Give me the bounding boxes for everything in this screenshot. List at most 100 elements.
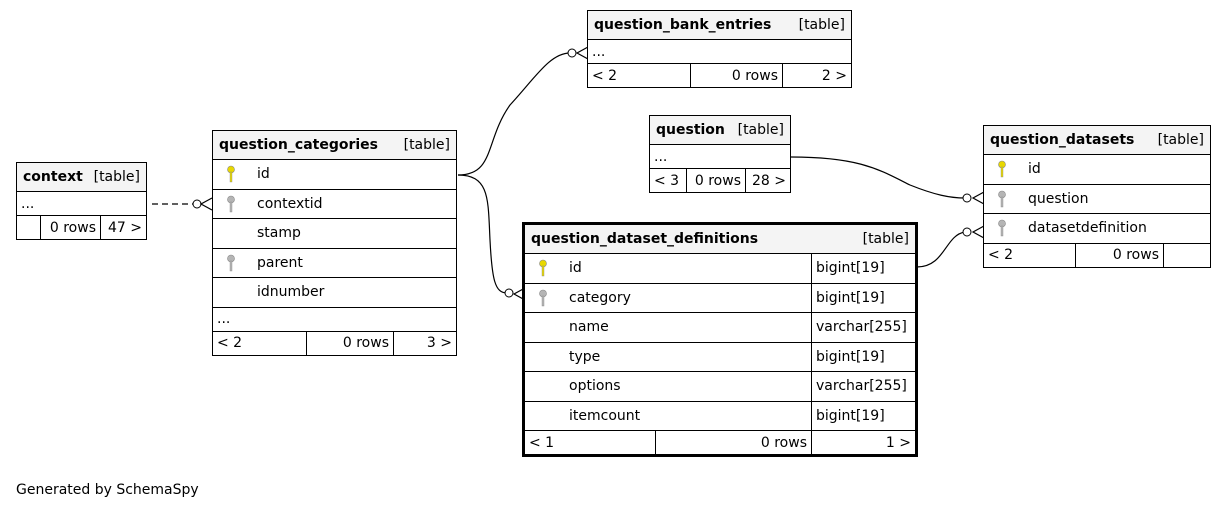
rel-categories-bankentries: [457, 52, 571, 176]
rel-crowfoot: [512, 287, 526, 301]
table-question-dataset-definitions[interactable]: question_dataset_definitions [table] id b…: [522, 222, 918, 457]
rel-question-datasets: [790, 156, 966, 199]
column-type: bigint[19]: [811, 283, 915, 312]
footer-children[interactable]: 28 >: [752, 172, 786, 189]
footer-parents[interactable]: < 2: [588, 64, 691, 87]
table-name: question_dataset_definitions: [531, 231, 759, 247]
table-footer: < 2 0 rows 3 >: [213, 331, 456, 355]
table-header: question_datasets [table]: [984, 126, 1210, 155]
rel-categories-definitions: [457, 174, 508, 294]
footer-children[interactable]: 47 >: [108, 219, 142, 236]
table-question-bank-entries[interactable]: question_bank_entries [table] ... < 2 0 …: [587, 10, 852, 88]
generated-by-label: Generated by SchemaSpy: [16, 482, 199, 498]
table-header: question_bank_entries [table]: [588, 11, 851, 40]
primary-key-icon: [984, 160, 1020, 178]
more-columns-ellipsis: ...: [588, 40, 851, 64]
column-row[interactable]: itemcount bigint[19]: [525, 401, 915, 431]
column-name: question: [1028, 190, 1089, 207]
column-row[interactable]: datasetdefinition: [984, 214, 1210, 244]
column-name: idnumber: [257, 284, 325, 301]
table-question[interactable]: question [table] ... < 3 0 rows 28 >: [649, 115, 791, 193]
footer-children[interactable]: 3 >: [426, 335, 452, 351]
table-kind: [table]: [403, 137, 450, 153]
footer-children[interactable]: 1 >: [885, 434, 911, 451]
foreign-key-icon: [984, 190, 1020, 208]
footer-children[interactable]: 2 >: [821, 67, 847, 84]
footer-parents[interactable]: < 3: [650, 169, 687, 192]
column-type: varchar[255]: [811, 313, 915, 342]
rel-crowfoot: [971, 225, 985, 239]
footer-rows: 0 rows: [687, 169, 746, 192]
column-row[interactable]: options varchar[255]: [525, 372, 915, 402]
column-row[interactable]: stamp: [213, 219, 456, 249]
more-columns-ellipsis: ...: [650, 145, 790, 169]
column-row[interactable]: idnumber: [213, 278, 456, 308]
table-name: question_bank_entries: [594, 17, 772, 33]
table-name: question_datasets: [990, 132, 1135, 148]
footer-rows: 0 rows: [691, 64, 783, 87]
rel-crowfoot: [199, 197, 213, 211]
rel-marker-circle: [962, 227, 972, 237]
column-row[interactable]: id: [984, 155, 1210, 185]
foreign-key-icon: [984, 219, 1020, 237]
table-header: context [table]: [17, 163, 146, 192]
column-row[interactable]: name varchar[255]: [525, 313, 915, 343]
column-name: id: [257, 166, 270, 183]
foreign-key-icon: [525, 289, 561, 307]
footer-children[interactable]: [1164, 244, 1210, 267]
column-name: id: [569, 260, 582, 277]
table-name: question: [656, 122, 725, 138]
footer-parents[interactable]: < 1: [525, 431, 656, 454]
column-type: bigint[19]: [811, 401, 915, 430]
table-question-categories[interactable]: question_categories [table] id contextid s…: [212, 130, 457, 356]
column-row[interactable]: id bigint[19]: [525, 254, 915, 284]
table-footer: < 2 0 rows 2 >: [588, 64, 851, 87]
table-question-datasets[interactable]: question_datasets [table] id question data…: [983, 125, 1211, 268]
column-row[interactable]: contextid: [213, 190, 456, 219]
column-name: type: [569, 348, 601, 365]
footer-parents[interactable]: < 2: [984, 243, 1076, 267]
rel-crowfoot: [575, 46, 589, 60]
table-kind: [table]: [93, 169, 140, 185]
table-header: question [table]: [650, 116, 790, 145]
foreign-key-icon: [213, 195, 249, 213]
table-name: context: [23, 169, 83, 185]
footer-rows: 0 rows: [41, 216, 101, 239]
column-name: options: [569, 378, 621, 395]
footer-parents[interactable]: [17, 216, 41, 239]
column-name: name: [569, 319, 609, 336]
column-row[interactable]: question: [984, 185, 1210, 214]
column-type: bigint[19]: [811, 342, 915, 371]
column-name: id: [1028, 161, 1041, 178]
table-header: question_dataset_definitions [table]: [525, 225, 915, 254]
column-type: varchar[255]: [811, 372, 915, 401]
table-header: question_categories [table]: [213, 131, 456, 160]
rel-marker-circle: [504, 288, 514, 298]
table-footer: < 1 0 rows 1 >: [525, 431, 915, 454]
primary-key-icon: [525, 259, 561, 277]
more-columns-ellipsis: ...: [17, 192, 146, 216]
more-columns-ellipsis: ...: [213, 308, 456, 332]
table-kind: [table]: [737, 122, 784, 138]
column-row[interactable]: type bigint[19]: [525, 342, 915, 372]
column-name: stamp: [257, 225, 301, 242]
footer-parents[interactable]: < 2: [213, 331, 307, 355]
column-name: itemcount: [569, 407, 641, 424]
rel-crowfoot: [971, 191, 985, 205]
column-row[interactable]: parent: [213, 249, 456, 278]
column-type: bigint[19]: [811, 254, 915, 283]
footer-rows: 0 rows: [307, 331, 394, 355]
primary-key-icon: [213, 165, 249, 183]
column-name: contextid: [257, 195, 323, 212]
table-kind: [table]: [862, 231, 909, 247]
rel-definitions-datasets: [916, 231, 966, 268]
footer-rows: 0 rows: [1076, 243, 1164, 267]
table-footer: < 3 0 rows 28 >: [650, 169, 790, 192]
table-kind: [table]: [1157, 132, 1204, 148]
column-name: category: [569, 289, 631, 306]
column-name: parent: [257, 254, 303, 271]
table-context[interactable]: context [table] ... 0 rows 47 >: [16, 162, 147, 240]
column-row[interactable]: id: [213, 160, 456, 190]
column-row[interactable]: category bigint[19]: [525, 283, 915, 313]
